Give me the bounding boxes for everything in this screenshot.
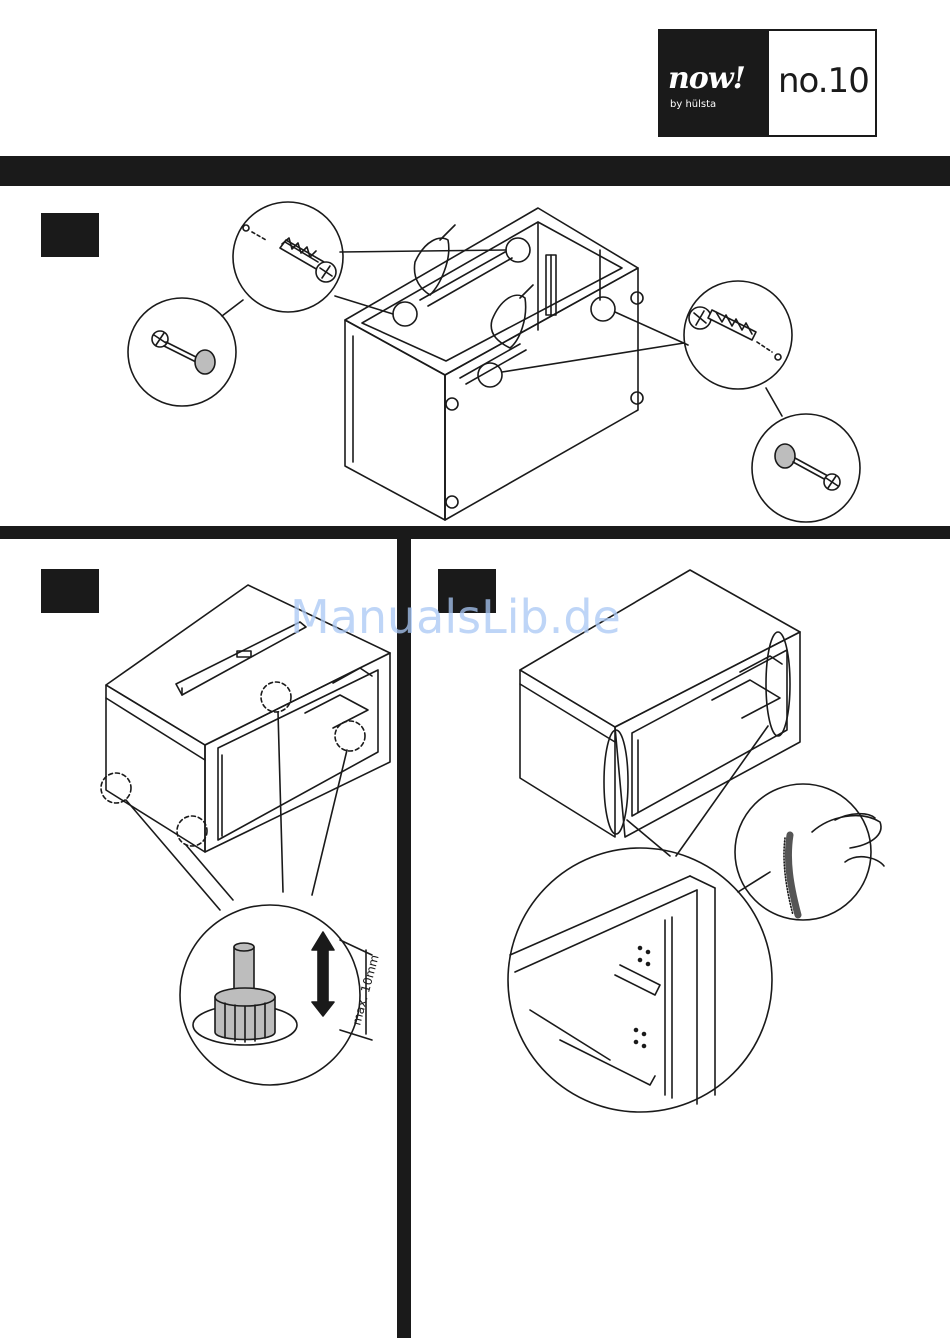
step-3-brush-seal-detail [735,784,884,920]
step-1-connector-detail-left [128,298,236,406]
step-1-screw-detail-left [233,202,343,312]
step-1-screw-detail-right [684,281,792,389]
watermark: ManualsLib.de [290,590,621,644]
step-2-leveling-foot-detail [180,905,372,1085]
step-1-connector-detail-right [752,414,860,522]
step-3-frame-detail [508,848,772,1112]
